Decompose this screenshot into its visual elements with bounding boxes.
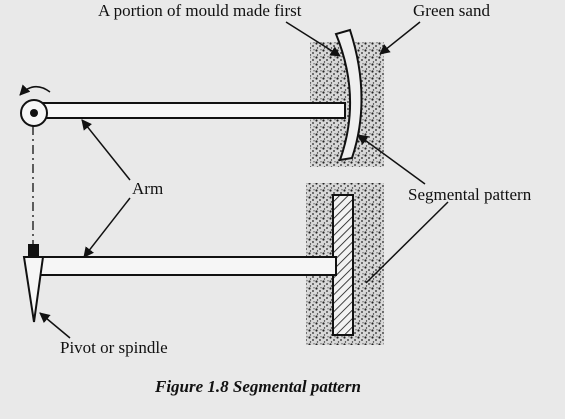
label-pivot-or-spindle: Pivot or spindle	[60, 338, 168, 357]
label-portion-of-mould: A portion of mould made first	[98, 1, 302, 20]
label-arm: Arm	[132, 179, 164, 198]
label-green-sand: Green sand	[413, 1, 490, 20]
leader-pivot	[39, 312, 71, 339]
upper-arm	[37, 102, 346, 119]
upper-pivot-inner	[30, 109, 38, 117]
label-segmental-pattern: Segmental pattern	[408, 185, 532, 204]
leader-portion-of-mould	[285, 21, 341, 57]
leader-green-sand	[379, 21, 421, 55]
lower-arm	[39, 256, 337, 276]
rotation-arrow-icon	[19, 84, 51, 96]
leader-segmental-lower	[365, 201, 449, 284]
lower-pivot-spindle	[22, 256, 45, 323]
figure-caption: Figure 1.8 Segmental pattern	[155, 377, 361, 396]
leader-arm-upper	[81, 119, 131, 181]
leader-arm-lower	[83, 197, 131, 258]
mould-portion-curved	[334, 28, 363, 162]
spindle-cap	[28, 244, 39, 257]
leader-segmental-upper	[357, 134, 426, 185]
